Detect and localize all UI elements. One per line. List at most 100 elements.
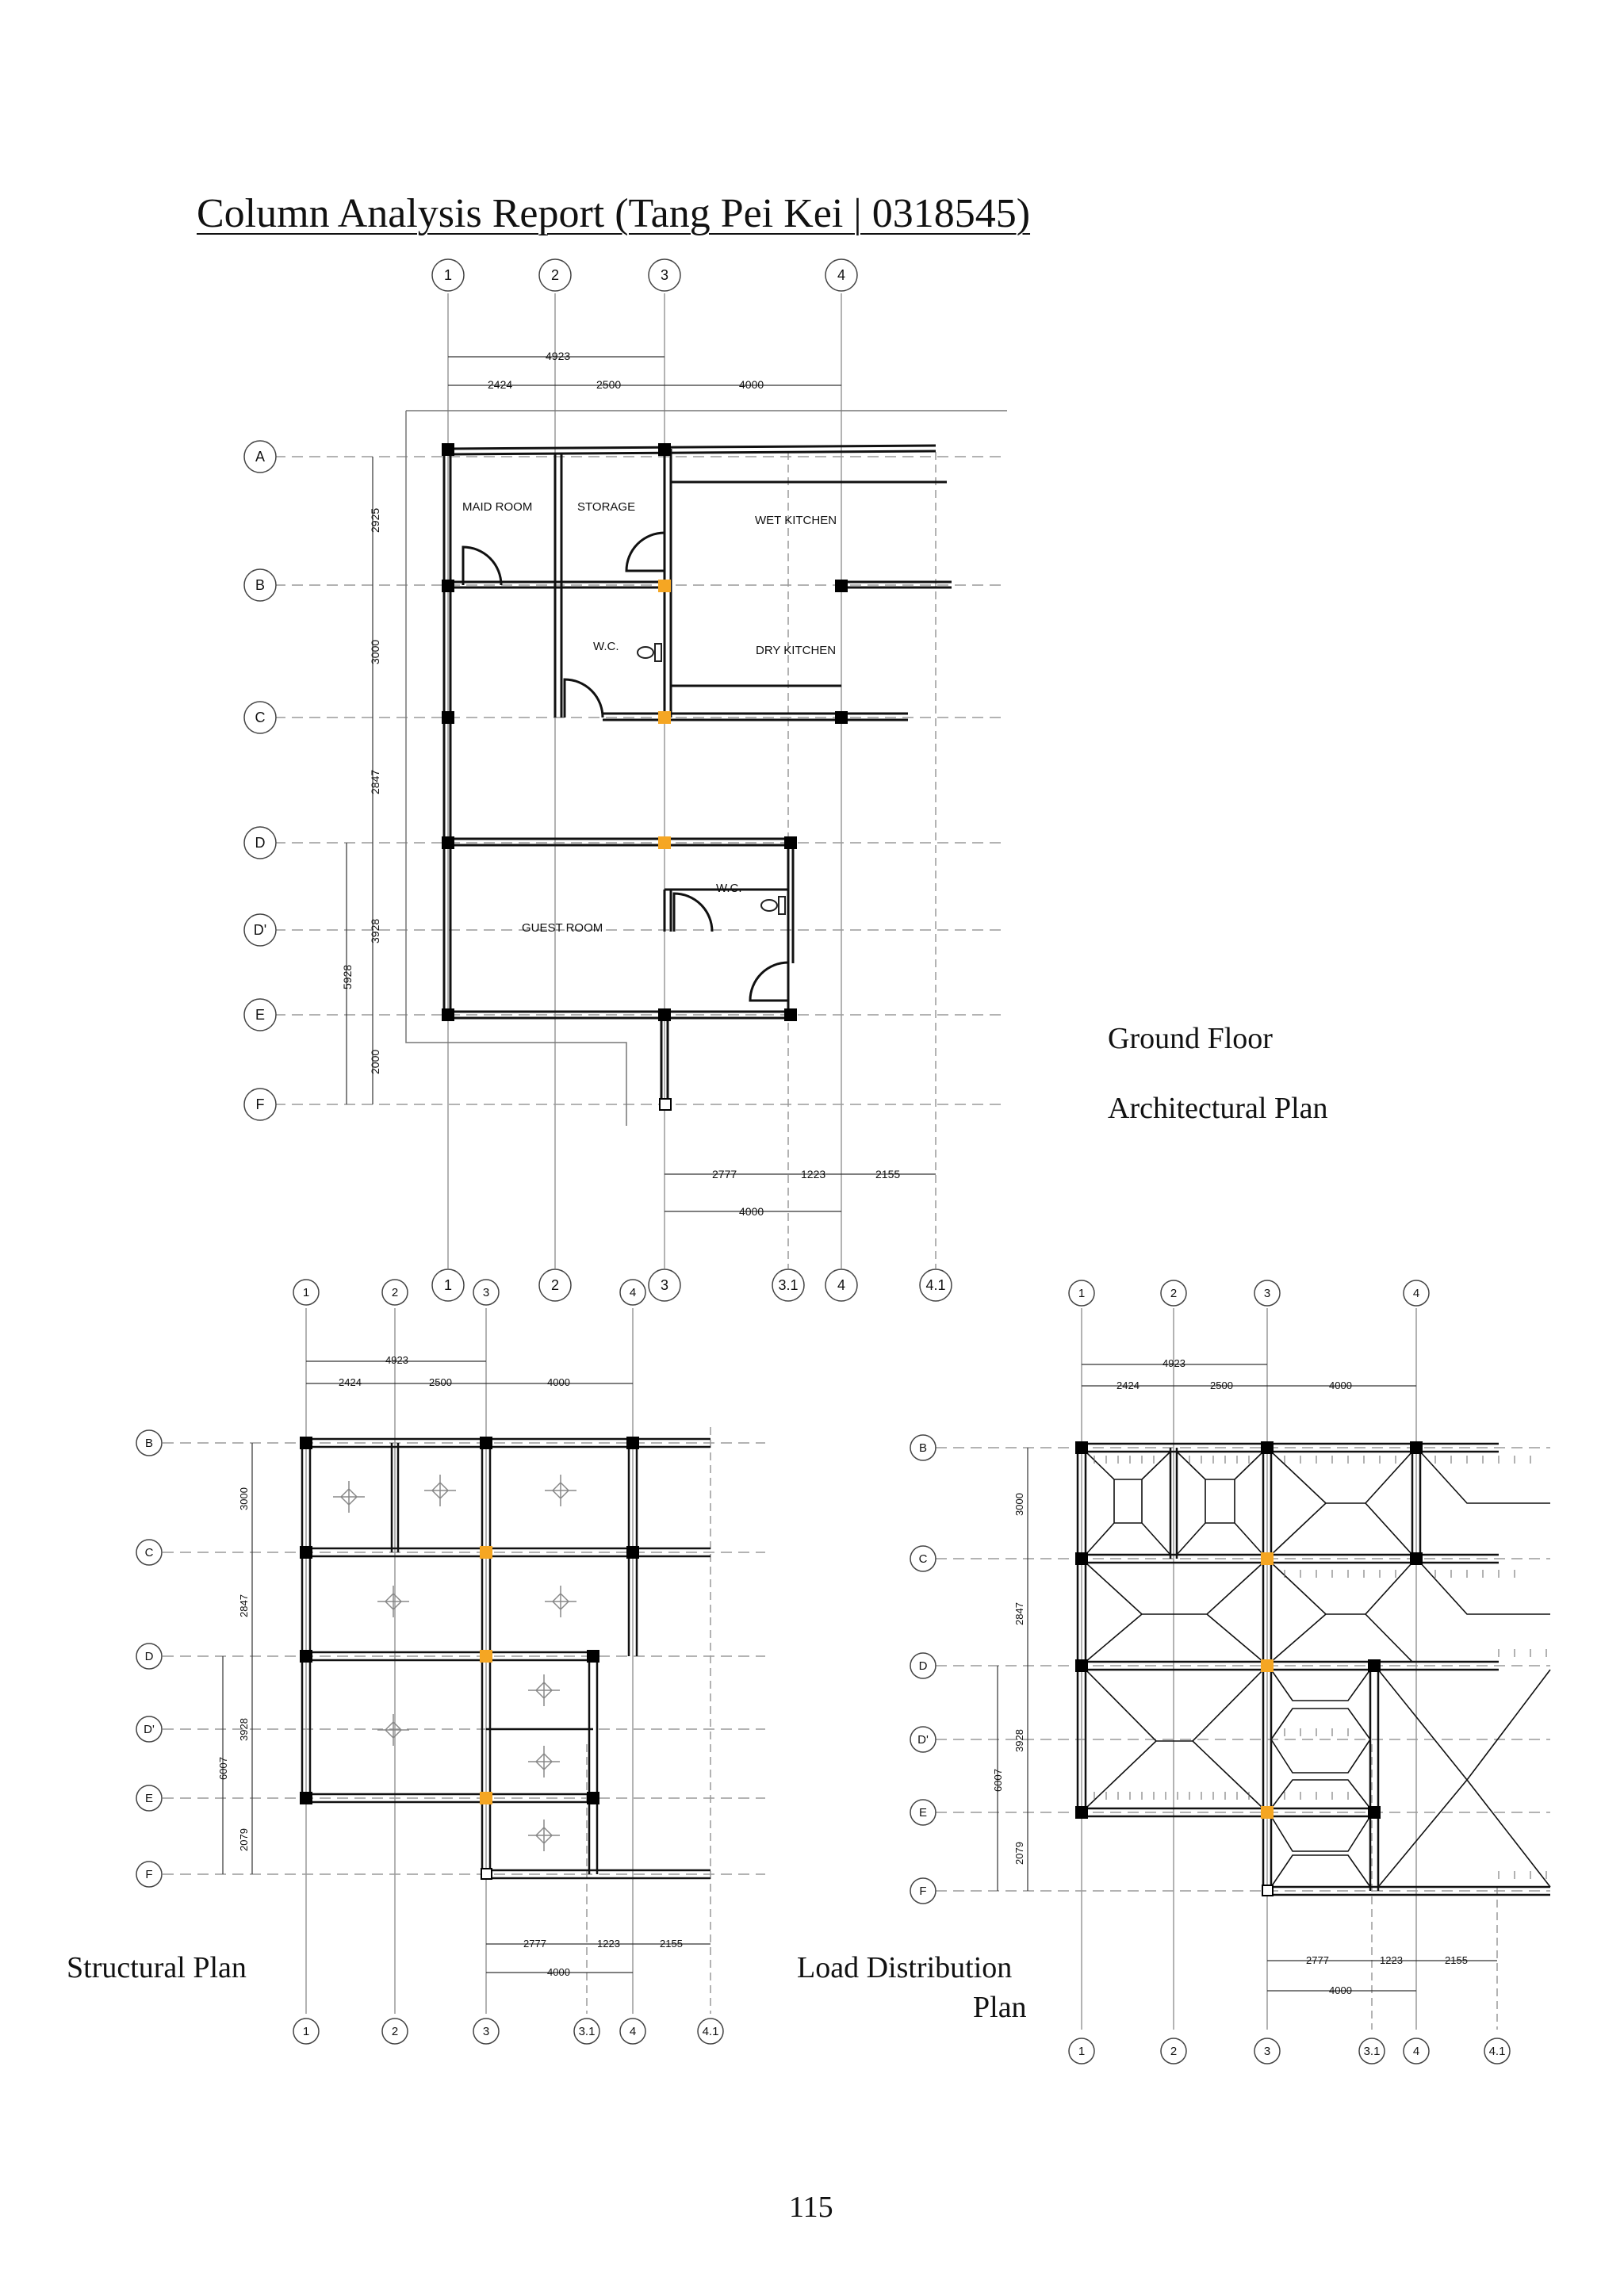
caption-ground-floor: Ground Floor bbox=[1108, 1022, 1273, 1055]
load-tributary-lines bbox=[1085, 1451, 1551, 1888]
svg-text:E: E bbox=[255, 1007, 265, 1023]
svg-text:2424: 2424 bbox=[1116, 1380, 1139, 1391]
room-guest: GUEST ROOM bbox=[522, 921, 603, 935]
svg-text:3: 3 bbox=[483, 2025, 489, 2038]
svg-text:A: A bbox=[255, 449, 265, 465]
svg-text:D': D' bbox=[144, 1723, 155, 1736]
svg-text:2424: 2424 bbox=[488, 378, 512, 391]
page-title: Column Analysis Report (Tang Pei Kei | 0… bbox=[197, 191, 1031, 236]
toilet-icon bbox=[637, 643, 786, 915]
svg-text:6007: 6007 bbox=[992, 1769, 1004, 1792]
svg-text:3000: 3000 bbox=[1013, 1493, 1025, 1516]
svg-text:4.1: 4.1 bbox=[1489, 2045, 1506, 2058]
svg-text:1: 1 bbox=[1078, 2045, 1085, 2058]
load-gridlines bbox=[936, 1308, 1550, 2030]
room-wc-1: W.C. bbox=[593, 640, 619, 653]
svg-text:D: D bbox=[919, 1659, 928, 1673]
svg-text:3.1: 3.1 bbox=[778, 1277, 798, 1293]
svg-text:3928: 3928 bbox=[369, 919, 381, 943]
svg-text:4.1: 4.1 bbox=[925, 1277, 945, 1293]
arch-columns bbox=[442, 443, 848, 1111]
svg-text:2925: 2925 bbox=[369, 508, 381, 533]
load-columns bbox=[1075, 1441, 1423, 1896]
svg-text:2500: 2500 bbox=[1210, 1380, 1233, 1391]
arch-walls bbox=[442, 444, 952, 1104]
room-storage: STORAGE bbox=[577, 500, 635, 514]
load-arrows bbox=[1094, 1456, 1547, 1879]
room-labels: MAID ROOM STORAGE WET KITCHEN W.C. DRY K… bbox=[462, 500, 837, 935]
svg-text:2500: 2500 bbox=[596, 378, 621, 391]
svg-text:2847: 2847 bbox=[238, 1594, 250, 1617]
two-way-slab-icon bbox=[333, 1475, 576, 1851]
svg-text:2155: 2155 bbox=[660, 1938, 683, 1950]
svg-text:2: 2 bbox=[1170, 2045, 1177, 2058]
svg-text:1: 1 bbox=[303, 2025, 309, 2038]
svg-text:4000: 4000 bbox=[739, 1205, 764, 1218]
load-grid-labels: 1 2 3 4 B C D D' E F 1 2 3 3.1 4 4.1 bbox=[917, 1287, 1505, 2058]
caption-load-plan: Plan bbox=[973, 1991, 1027, 2024]
svg-text:2777: 2777 bbox=[712, 1168, 737, 1181]
svg-text:4000: 4000 bbox=[547, 1966, 570, 1978]
svg-text:4: 4 bbox=[837, 267, 845, 283]
svg-text:4: 4 bbox=[630, 2025, 636, 2038]
svg-text:3: 3 bbox=[661, 1277, 668, 1293]
svg-text:3000: 3000 bbox=[238, 1487, 250, 1510]
caption-structural-plan: Structural Plan bbox=[67, 1951, 247, 1984]
svg-text:D': D' bbox=[254, 922, 266, 938]
arch-dimension-labels: 4923 2424 2500 4000 2925 3000 2847 3928 … bbox=[341, 350, 900, 1218]
svg-text:D': D' bbox=[917, 1733, 929, 1747]
arch-grid-labels: 1 2 3 4 A B C D D' E F 1 2 3 3.1 4 4.1 bbox=[254, 267, 946, 1293]
svg-text:3.1: 3.1 bbox=[1364, 2045, 1381, 2058]
room-maid: MAID ROOM bbox=[462, 500, 532, 514]
svg-text:3: 3 bbox=[661, 267, 668, 283]
svg-text:2155: 2155 bbox=[1445, 1954, 1468, 1966]
svg-text:3: 3 bbox=[1264, 2045, 1270, 2058]
room-dry-kitchen: DRY KITCHEN bbox=[756, 644, 836, 657]
svg-text:1223: 1223 bbox=[1380, 1954, 1403, 1966]
svg-text:4: 4 bbox=[837, 1277, 845, 1293]
svg-text:2079: 2079 bbox=[1013, 1842, 1025, 1865]
svg-text:C: C bbox=[919, 1552, 928, 1566]
svg-text:2: 2 bbox=[551, 267, 559, 283]
svg-text:B: B bbox=[255, 577, 265, 593]
struct-beams bbox=[301, 1437, 710, 1880]
svg-text:3.1: 3.1 bbox=[579, 2025, 596, 2038]
struct-columns bbox=[300, 1437, 639, 1880]
svg-text:4000: 4000 bbox=[1329, 1984, 1352, 1996]
svg-text:3928: 3928 bbox=[238, 1718, 250, 1741]
caption-architectural-plan: Architectural Plan bbox=[1108, 1092, 1328, 1125]
load-dimension-labels: 4923 2424 2500 4000 3000 2847 3928 6007 … bbox=[992, 1357, 1468, 1996]
svg-text:6007: 6007 bbox=[217, 1757, 229, 1780]
svg-text:2847: 2847 bbox=[1013, 1602, 1025, 1625]
svg-text:2: 2 bbox=[551, 1277, 559, 1293]
svg-text:4923: 4923 bbox=[546, 350, 570, 362]
svg-text:F: F bbox=[256, 1096, 265, 1112]
architectural-plan: MAID ROOM STORAGE WET KITCHEN W.C. DRY K… bbox=[243, 258, 1007, 1302]
struct-grid-labels: 1 2 3 4 B C D D' E F 1 2 3 3.1 4 4.1 bbox=[144, 1286, 718, 2038]
load-dimension-lines bbox=[997, 1364, 1497, 1992]
svg-text:E: E bbox=[145, 1792, 153, 1805]
svg-text:3000: 3000 bbox=[369, 640, 381, 664]
svg-text:2847: 2847 bbox=[369, 770, 381, 794]
page-number: 115 bbox=[789, 2191, 833, 2224]
svg-text:4000: 4000 bbox=[739, 378, 764, 391]
struct-gridlines bbox=[163, 1308, 765, 2014]
svg-text:B: B bbox=[919, 1441, 927, 1455]
caption-load-distribution: Load Distribution bbox=[797, 1951, 1013, 1984]
svg-text:C: C bbox=[255, 710, 266, 725]
svg-text:1223: 1223 bbox=[597, 1938, 620, 1950]
svg-text:4.1: 4.1 bbox=[703, 2025, 719, 2038]
svg-text:F: F bbox=[919, 1885, 926, 1898]
svg-text:2: 2 bbox=[392, 2025, 398, 2038]
room-wc-2: W.C. bbox=[716, 882, 742, 895]
svg-text:4923: 4923 bbox=[385, 1354, 408, 1366]
svg-text:2500: 2500 bbox=[429, 1376, 452, 1388]
struct-grid-bubbles bbox=[136, 1279, 724, 2045]
svg-text:4: 4 bbox=[1413, 2045, 1419, 2058]
load-grid-bubbles bbox=[910, 1280, 1511, 2064]
svg-text:2155: 2155 bbox=[875, 1168, 900, 1181]
svg-text:2079: 2079 bbox=[238, 1828, 250, 1851]
svg-text:B: B bbox=[145, 1437, 153, 1450]
svg-text:2000: 2000 bbox=[369, 1050, 381, 1074]
svg-text:4000: 4000 bbox=[1329, 1380, 1352, 1391]
